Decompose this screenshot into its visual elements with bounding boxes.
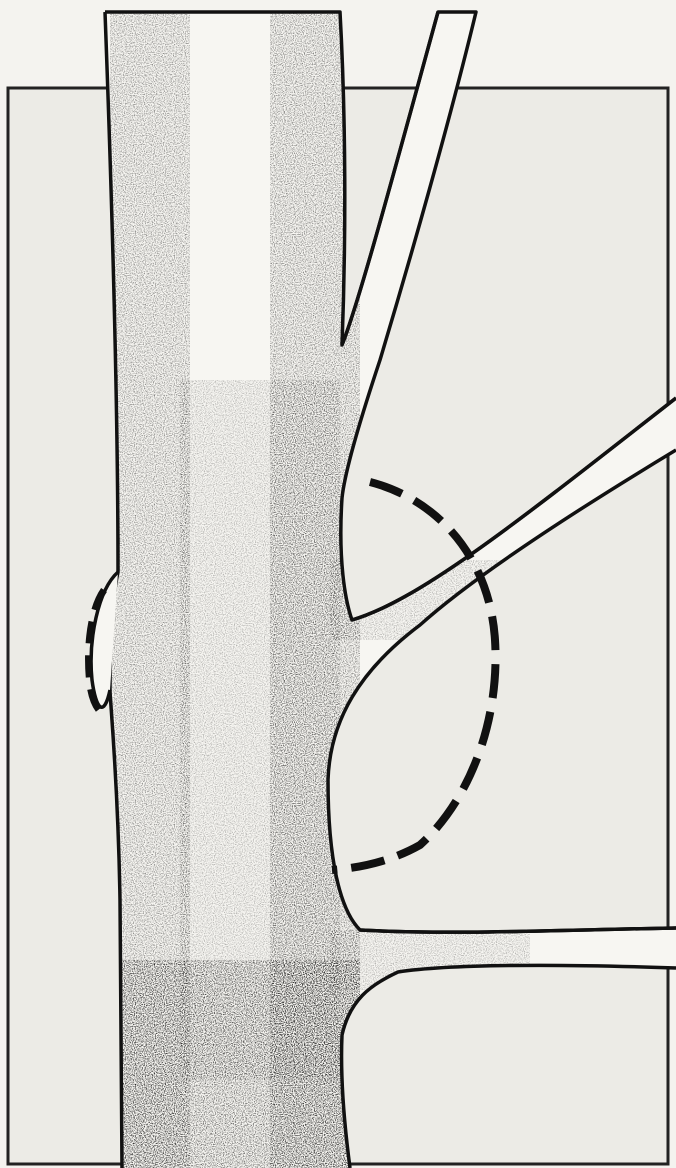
tree-diagram — [0, 0, 676, 1168]
